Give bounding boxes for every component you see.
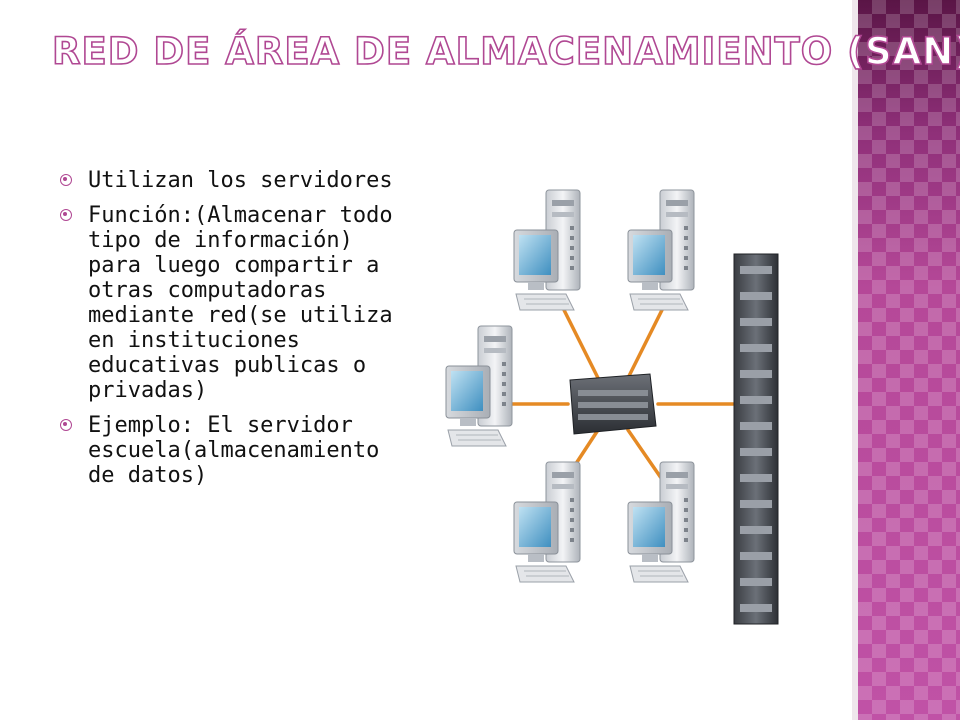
san-network-diagram: [445, 189, 779, 625]
network-switch-icon: [569, 373, 657, 435]
bullet-circle-icon: [60, 419, 72, 431]
bullet-item: Utilizan los servidores: [60, 168, 410, 193]
bullet-item: Ejemplo: El servidor escuela(almacenamie…: [60, 413, 410, 488]
storage-rack-icon: [733, 253, 779, 625]
workstation-icon: [627, 189, 695, 311]
workstation-icon: [513, 189, 581, 311]
bullet-text: Función:(Almacenar todo tipo de informac…: [88, 203, 393, 403]
decorative-side-band: [858, 0, 960, 720]
workstation-icon: [627, 461, 695, 583]
bullet-text: Utilizan los servidores: [88, 168, 393, 193]
workstation-icon: [513, 461, 581, 583]
side-band-edge: [852, 0, 858, 720]
bullet-circle-icon: [60, 209, 72, 221]
bullet-text: Ejemplo: El servidor escuela(almacenamie…: [88, 413, 380, 488]
slide-title: Red de Área de Almacenamiento (SAN): [51, 29, 960, 74]
bullet-item: Función:(Almacenar todo tipo de informac…: [60, 203, 410, 403]
workstation-icon: [445, 325, 513, 447]
bullet-list: Utilizan los servidores Función:(Almacen…: [60, 168, 410, 498]
bullet-circle-icon: [60, 174, 72, 186]
